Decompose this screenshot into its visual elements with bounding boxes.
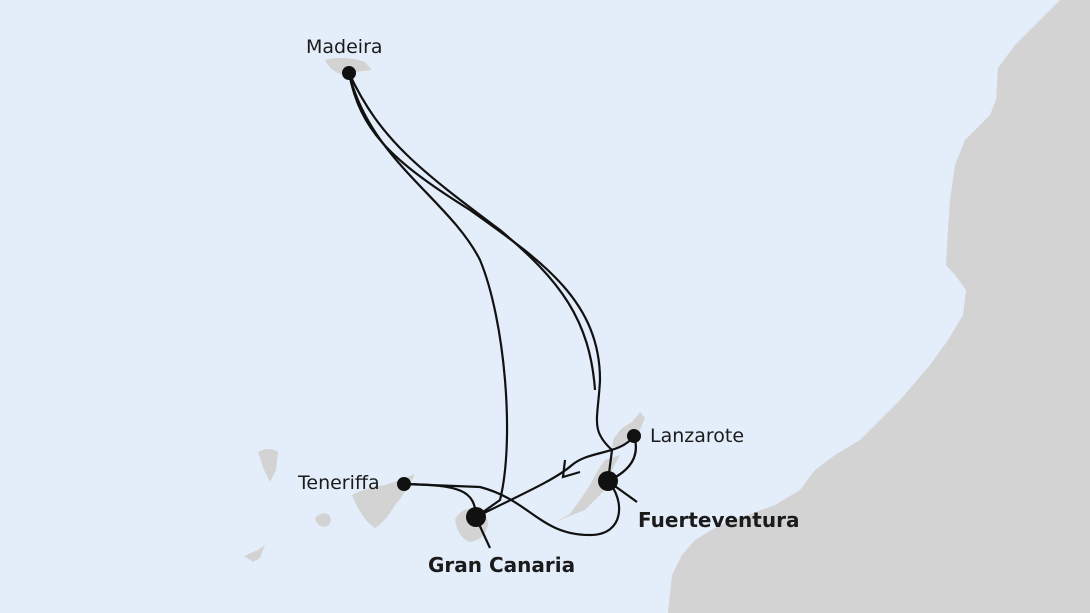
arrow-direction-icon bbox=[561, 459, 581, 479]
port-label-lanzarote: Lanzarote bbox=[650, 425, 745, 447]
route-fuerteventura-teneriffa bbox=[403, 480, 621, 537]
route-madeira-lanzarote-b bbox=[348, 72, 597, 391]
la-palma-island bbox=[258, 449, 278, 482]
port-label-grancanaria: Gran Canaria bbox=[428, 553, 576, 577]
port-label-madeira: Madeira bbox=[306, 36, 383, 58]
leader-fuerteventura bbox=[611, 483, 638, 503]
fuerteventura-island bbox=[556, 455, 620, 522]
africa-coastline bbox=[668, 0, 1090, 613]
port-dot-grancanaria[interactable] bbox=[466, 507, 486, 527]
port-dot-fuerteventura[interactable] bbox=[598, 471, 618, 491]
route-madeira-lanzarote-a bbox=[347, 72, 614, 482]
port-dot-lanzarote[interactable] bbox=[627, 429, 641, 443]
route-lines bbox=[347, 72, 638, 549]
port-label-fuerteventura: Fuerteventura bbox=[638, 508, 800, 532]
lanzarote-island bbox=[612, 412, 645, 447]
leader-grancanaria bbox=[477, 521, 491, 549]
port-dot-teneriffa[interactable] bbox=[397, 477, 411, 491]
route-madeira-grancanaria bbox=[347, 72, 509, 518]
madeira-island bbox=[325, 57, 372, 74]
port-dot-madeira[interactable] bbox=[342, 66, 356, 80]
la-gomera-island bbox=[315, 513, 331, 527]
port-label-teneriffa: Teneriffa bbox=[298, 472, 380, 494]
el-hierro-island bbox=[244, 545, 265, 562]
